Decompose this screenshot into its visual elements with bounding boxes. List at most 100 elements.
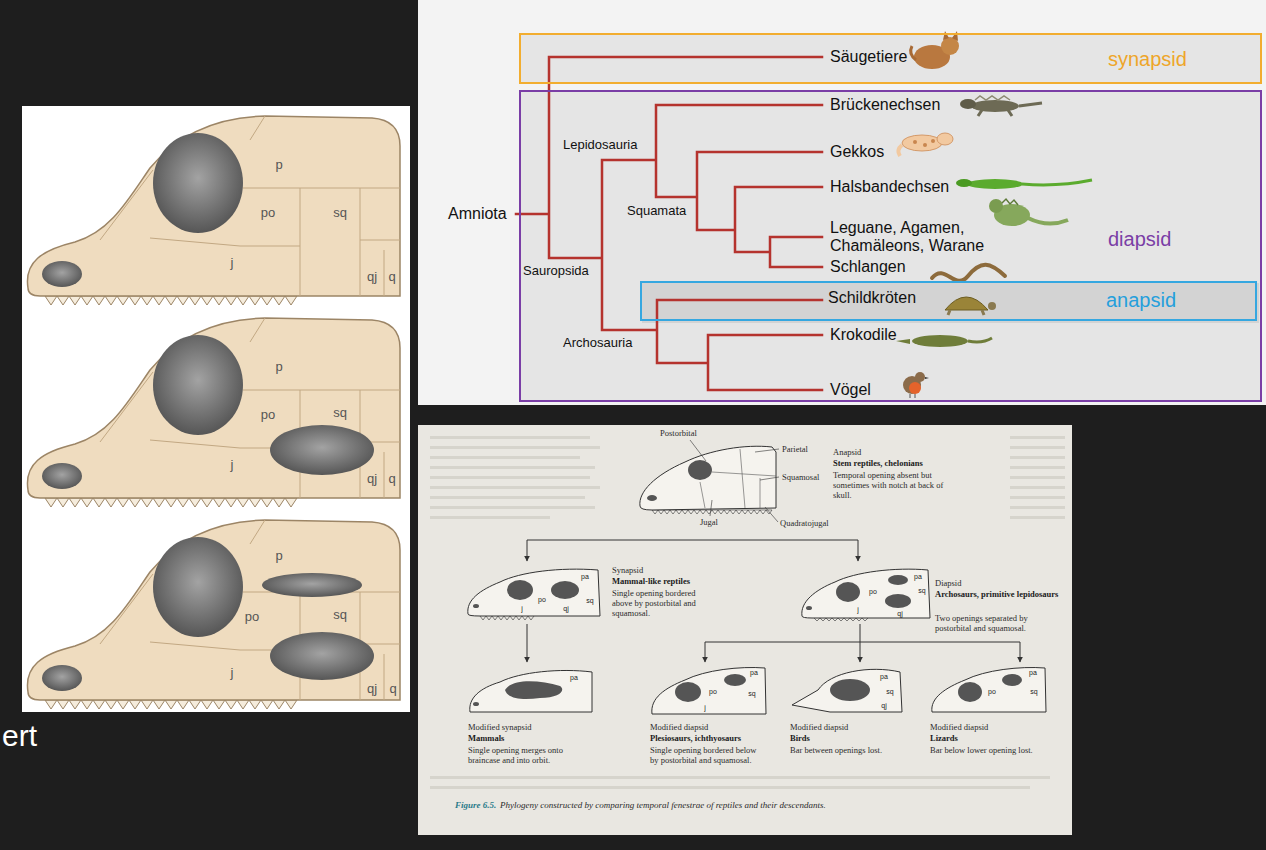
textbook-photo xyxy=(430,506,595,509)
cat-icon xyxy=(911,46,916,60)
tortoise-icon xyxy=(945,297,988,310)
phylogeny-arrows xyxy=(858,540,859,561)
bone-label: j xyxy=(231,665,234,680)
bone-label: po xyxy=(709,688,717,696)
caption-text: Single opening merges onto braincase and… xyxy=(468,745,593,765)
caption-heading: Lizards xyxy=(930,733,958,743)
bone-label: po xyxy=(538,596,546,604)
bone-label: j xyxy=(857,606,859,614)
textbook-photo xyxy=(1010,456,1065,459)
tuatara-icon xyxy=(960,96,1042,116)
caption-text: Synapsid xyxy=(612,565,643,575)
textbook-photo xyxy=(430,516,550,519)
textbook-photo xyxy=(430,466,595,469)
bone-label: sq xyxy=(748,690,755,698)
bone-label: pa xyxy=(581,573,589,581)
tree-panel xyxy=(418,0,1266,405)
skull-panel xyxy=(270,425,374,475)
textbook-photo xyxy=(1010,476,1065,479)
crocodile-icon xyxy=(896,339,910,344)
textbook-photo xyxy=(1010,466,1065,469)
skull-panel xyxy=(27,116,400,305)
caption-text: Temporal opening absent but sometimes wi… xyxy=(833,470,948,501)
tortoise-icon xyxy=(945,297,996,315)
robin-icon xyxy=(909,382,921,394)
phylogeny-arrows xyxy=(527,624,528,662)
bone-label: pa xyxy=(880,673,888,681)
caption-text: Modified diapsid xyxy=(650,722,708,732)
textbook-skulls xyxy=(551,581,579,599)
clade-label: Sauropsida xyxy=(523,263,589,279)
caption-text: Modified diapsid xyxy=(790,722,848,732)
bone-label: qj xyxy=(563,605,568,613)
figure-caption: Phylogeny constructed by comparing tempo… xyxy=(500,800,826,811)
bone-label: pa xyxy=(1029,669,1037,677)
bone-label: p xyxy=(275,157,282,172)
caption-text: Single opening bordered above by postorb… xyxy=(612,588,712,619)
bone-label: sq xyxy=(333,607,347,622)
tortoise-icon xyxy=(948,310,984,315)
bone-label: sq xyxy=(586,597,593,605)
snake-icon xyxy=(932,265,1005,281)
caption-heading: Stem reptiles, chelonians xyxy=(833,458,923,468)
bone-label: qj xyxy=(881,702,886,710)
caption-text: Quadratojugal xyxy=(780,518,829,528)
gecko-icon xyxy=(931,139,935,143)
group-tag: diapsid xyxy=(1108,227,1171,251)
caption-text: Anapsid xyxy=(833,447,861,457)
textbook-photo xyxy=(1010,446,1065,449)
tree-panel xyxy=(418,0,1266,405)
textbook-skulls xyxy=(505,681,562,699)
textbook-photo xyxy=(418,425,1072,835)
textbook-photo xyxy=(430,456,580,459)
group-tag: anapsid xyxy=(1106,288,1176,312)
bone-label: qj xyxy=(897,610,902,618)
taxon-label: Schildkröten xyxy=(828,289,916,307)
crocodile-icon xyxy=(896,335,992,347)
textbook-photo xyxy=(418,425,1072,835)
taxon-label: Krokodile xyxy=(830,326,897,344)
clade-label: Archosauria xyxy=(563,335,632,351)
clade-label: Lepidosauria xyxy=(563,137,637,153)
textbook-skulls xyxy=(958,682,982,702)
bone-label: po xyxy=(261,205,275,220)
bone-label: po xyxy=(245,609,259,624)
caption-text: Modified synapsid xyxy=(468,722,532,732)
taxon-label: Schlangen xyxy=(830,258,906,276)
bone-label: po xyxy=(261,407,275,422)
phylogeny-arrows xyxy=(527,540,528,561)
textbook-skulls xyxy=(700,449,776,508)
clade-band: Schildkröten anapsid xyxy=(640,281,1257,321)
textbook-skulls xyxy=(690,440,779,522)
clade-band: Säugetieresynapsid xyxy=(519,33,1262,84)
skull-panel xyxy=(22,106,410,712)
caption-heading: Mammal-like reptiles xyxy=(612,576,690,586)
bone-label: p xyxy=(275,548,282,563)
iguana-icon xyxy=(1002,199,1018,205)
robin-icon xyxy=(910,394,915,398)
skull-panel xyxy=(22,106,410,712)
textbook-photo xyxy=(430,486,600,489)
caption-heading: Archosaurs, primitive lepidosaurs xyxy=(935,589,1065,599)
textbook-skulls xyxy=(888,575,908,585)
caption-heading: Birds xyxy=(790,733,810,743)
iguana-icon xyxy=(1028,218,1068,224)
cut-off-word: ert xyxy=(2,719,37,753)
bone-label: pa xyxy=(914,573,922,581)
lizard-icon xyxy=(956,179,972,187)
bone-label: q xyxy=(388,269,395,284)
gecko-icon xyxy=(902,135,942,151)
taxon-label: Halsbandechsen xyxy=(830,178,949,196)
textbook-skulls xyxy=(640,446,776,510)
taxon-label: Säugetiere xyxy=(830,48,907,66)
textbook-skulls xyxy=(480,616,534,620)
textbook-photo xyxy=(430,436,590,439)
lizard-icon xyxy=(956,179,1092,189)
bone-label: sq xyxy=(333,205,347,220)
textbook-photo xyxy=(430,446,600,449)
textbook-skulls xyxy=(647,495,657,501)
phylogeny-arrows xyxy=(705,642,706,662)
taxon-label: Brückenechsen xyxy=(830,96,940,114)
